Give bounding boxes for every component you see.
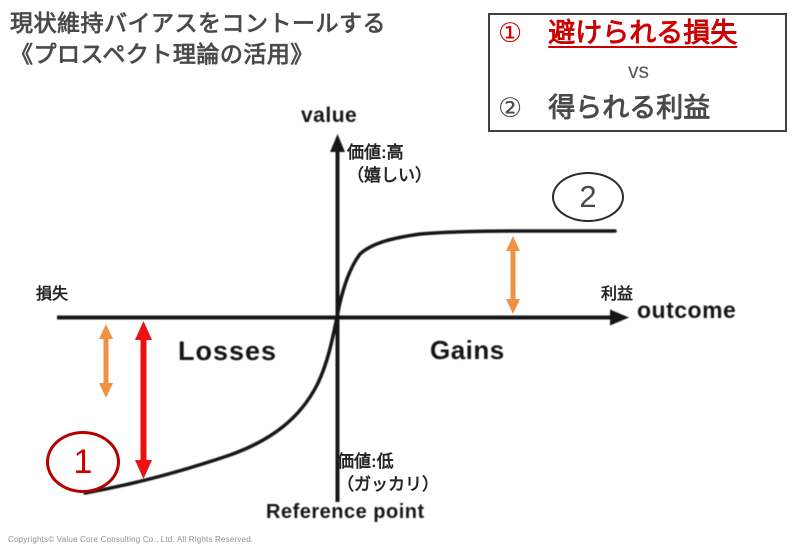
value-high-note: 価値:高 （嬉しい） xyxy=(347,143,432,185)
gain-side-label: 利益 xyxy=(601,286,634,303)
versus-label: vs xyxy=(628,60,649,83)
copyright-text: Copyrights© Value Core Consulting Co., L… xyxy=(8,535,254,544)
marker-circle-1: 1 xyxy=(46,431,120,493)
comparison-item-2-label: 得られる利益 xyxy=(548,93,711,124)
axes-and-curve xyxy=(57,134,629,502)
circled-1-glyph: ① xyxy=(498,18,523,48)
outcome-axis-arrowhead-icon xyxy=(610,309,629,326)
orange-arrow-right xyxy=(506,236,520,314)
value-low-note: 価値:低 （ガッカリ） xyxy=(337,452,439,494)
value-axis-label: value xyxy=(301,104,358,127)
outcome-axis-label: outcome xyxy=(637,297,737,323)
value-function-curve xyxy=(83,229,617,495)
page-title: 現状維持バイアスをコントールする 《プロスペクト理論の活用》 xyxy=(10,8,386,70)
value-axis-arrowhead-icon xyxy=(330,134,345,152)
orange-arrow-right-down-head-icon xyxy=(506,299,520,314)
reference-point-label: Reference point xyxy=(266,501,425,523)
marker-circle-2: 2 xyxy=(552,172,624,222)
red-arrow xyxy=(135,321,152,479)
gains-region-label: Gains xyxy=(430,335,505,365)
circled-2-glyph: ② xyxy=(498,93,523,124)
orange-arrow-left-down-head-icon xyxy=(99,383,113,398)
orange-arrow-left-up-head-icon xyxy=(99,324,113,339)
page-title-line1: 現状維持バイアスをコントールする xyxy=(10,10,386,36)
loss-side-label: 損失 xyxy=(36,286,69,303)
orange-arrow-right-up-head-icon xyxy=(506,236,520,251)
comparison-item-2: ② 得られる利益 xyxy=(498,94,779,124)
red-arrow-up-head-icon xyxy=(135,321,152,340)
comparison-box: ① 避けられる損失 vs ② 得られる利益 xyxy=(488,13,787,132)
orange-arrow-left xyxy=(99,324,113,398)
losses-region-label: Losses xyxy=(178,336,278,366)
comparison-item-1: ① 避けられる損失 xyxy=(498,18,779,49)
comparison-item-1-label: 避けられる損失 xyxy=(548,18,738,48)
page-title-line2: 《プロスペクト理論の活用》 xyxy=(10,41,314,67)
red-arrow-down-head-icon xyxy=(135,460,152,479)
